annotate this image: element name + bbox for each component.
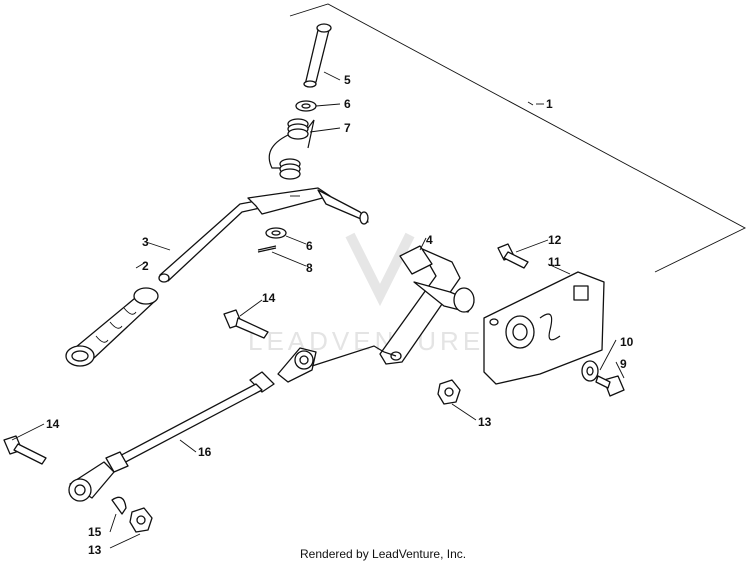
mounting-plate [483, 271, 605, 385]
callout-1: 1 [546, 97, 553, 111]
watermark: LEADVENTURE [248, 232, 484, 356]
washer-top [295, 100, 317, 112]
washer-10 [581, 360, 599, 382]
callout-13-lower: 13 [88, 543, 102, 557]
rod-end-upper [277, 345, 397, 383]
callout-16: 16 [198, 445, 212, 459]
bolt-9 [595, 375, 625, 397]
callout-14-lower: 14 [46, 417, 60, 431]
assembly-bracket [289, 3, 746, 273]
callout-12: 12 [548, 233, 562, 247]
callout-6-lower: 6 [306, 239, 313, 253]
torsion-spring [268, 118, 315, 180]
callout-4: 4 [426, 233, 433, 247]
rod-end-lower [68, 461, 115, 502]
bolt-12 [497, 243, 529, 269]
callout-8: 8 [306, 261, 313, 275]
bolt-14-lower [3, 435, 47, 465]
callout-7: 7 [344, 121, 351, 135]
washer-lower [265, 227, 287, 239]
footer-credit: Rendered by LeadVenture, Inc. [300, 547, 466, 561]
callout-6-upper: 6 [344, 97, 351, 111]
pedal-arm [158, 187, 369, 283]
callout-13-right: 13 [478, 415, 492, 429]
nut-13-lower [129, 507, 153, 533]
pedal-grip [65, 287, 159, 367]
leader-lines [11, 71, 625, 549]
bolt-14-upper [223, 309, 269, 339]
callout-9: 9 [620, 357, 627, 371]
callout-3: 3 [142, 235, 149, 249]
watermark-text: LEADVENTURE [248, 326, 484, 356]
callout-11: 11 [548, 255, 561, 269]
cotter-pin [257, 245, 277, 253]
callout-15: 15 [88, 525, 102, 539]
callout-5: 5 [344, 73, 351, 87]
callout-10: 10 [620, 335, 634, 349]
clevis-pin [303, 23, 332, 88]
nut-13-right [437, 379, 461, 405]
bellcrank-lever [379, 245, 475, 365]
spacer-15 [111, 496, 127, 515]
callout-2: 2 [142, 259, 149, 273]
callout-14-upper: 14 [262, 291, 276, 305]
callout-labels: 1 2 3 4 5 6 6 7 8 9 10 11 12 13 13 14 14… [46, 73, 634, 557]
tie-rod [105, 371, 275, 473]
